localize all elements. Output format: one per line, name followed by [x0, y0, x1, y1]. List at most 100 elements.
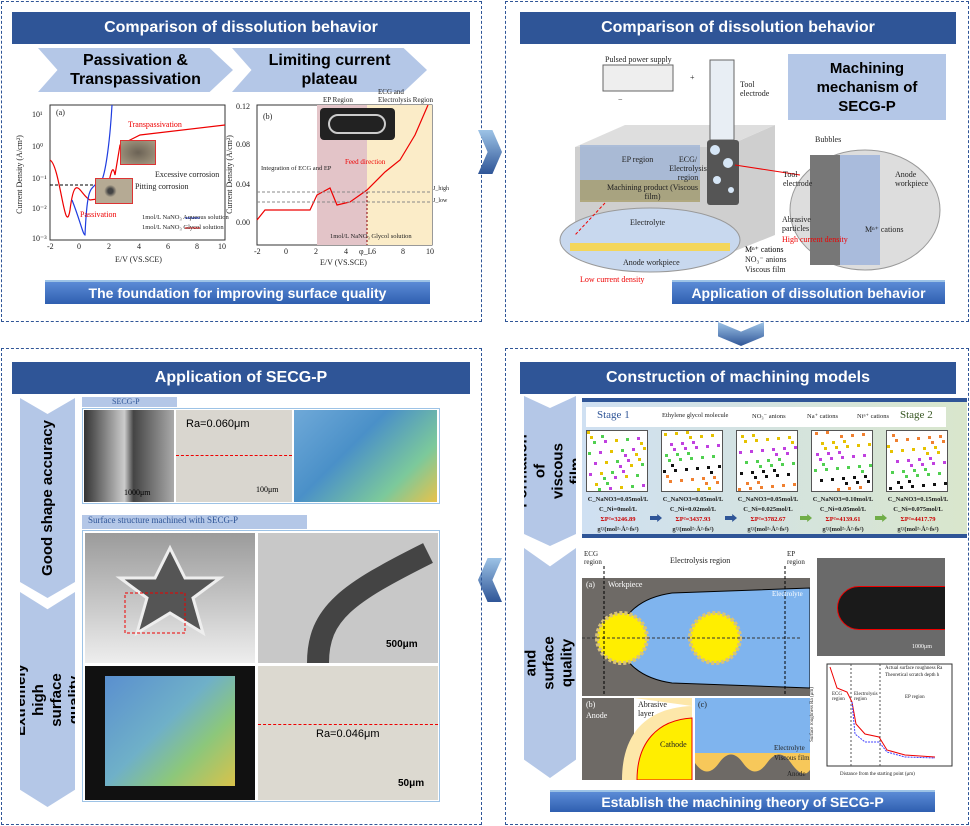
side-label-models: MMR and surface quality Models [524, 548, 576, 778]
y-axis-label: Current Density (A/cm²) [14, 135, 24, 214]
xtick: 8 [195, 242, 199, 251]
side-label-surface-quality: Extremely high surface quality [20, 592, 75, 807]
legend-entry: 1mol/L NaNO₃ Glycol solution [330, 233, 412, 240]
tool-photo: 1000μm [84, 410, 174, 502]
footer-banner: The foundation for improving surface qua… [45, 280, 430, 304]
panel-header: Application of SECG-P [12, 362, 470, 394]
md-state-u: g²/(mol²·Å²·fs²) [822, 526, 864, 533]
chart-label: (a) [56, 108, 65, 117]
label: EP region [621, 155, 654, 164]
md-snapshot [661, 430, 723, 492]
mechanism-title: Machining mechanism of SECG-P [788, 54, 946, 120]
panel-header: Comparison of dissolution behavior [520, 12, 956, 44]
label: Electrolysis region [670, 556, 731, 565]
xtick: 10 [426, 247, 434, 256]
md-snapshot [586, 430, 648, 492]
legend-entry: Viscous film [745, 265, 786, 274]
md-state-c1: C_NaNO3=0.05mol/L [662, 496, 724, 503]
x-axis-label: E/V (VS.SCE) [320, 258, 367, 267]
md-state-u: g²/(mol²·Å²·fs²) [747, 526, 789, 533]
label: Anode [787, 770, 806, 778]
label: High current density [782, 235, 848, 244]
md-state-u: g²/(mol²·Å²·fs²) [897, 526, 939, 533]
md-state-c1: C_NaNO3=0.05mol/L [587, 496, 649, 503]
label: + [690, 73, 695, 82]
annotation: Feed direction [345, 158, 386, 166]
legend-entry: Ethylene glycol molecule [662, 412, 729, 419]
md-simulation: Stage 1 Ethylene glycol molecule NO₃⁻ an… [582, 398, 967, 538]
structure-frame [82, 530, 440, 802]
md-state-c2: C_Ni=0.025mol/L [743, 506, 793, 513]
surface-height-map [85, 666, 255, 800]
footer-banner: Establish the machining theory of SECG-P [550, 790, 935, 812]
xtick: 4 [344, 247, 348, 256]
legend-entry: 1mol/L NaNO₃ Glycol solution [142, 224, 224, 231]
md-state-e: ΣP²=4417.79 [900, 516, 936, 523]
scale-bar: 500μm [386, 639, 418, 650]
chart-current-b: (b) EP Region ECG and Electrolysis Regio… [225, 88, 449, 270]
md-state-e: ΣP²=3437.93 [675, 516, 711, 523]
xtick: -2 [47, 242, 54, 251]
xtick: 2 [107, 242, 111, 251]
shape-accuracy-frame [82, 408, 440, 504]
chart-label: (b) [263, 112, 273, 121]
md-snapshot [736, 430, 798, 492]
ytick: 10⁰ [32, 142, 44, 151]
legend-entry: Na⁺ cations [807, 413, 839, 420]
region-label: ECG and Electrolysis Region [378, 88, 434, 104]
roughness-value: Ra=0.060μm [186, 418, 250, 430]
ytick: 10⁻¹ [32, 174, 47, 183]
annotation: Transpassivation [128, 120, 182, 129]
panel-secgp-application [1, 348, 482, 825]
legend-entry: NO₃⁻ anions [752, 413, 786, 420]
region-label: EP Region [323, 96, 353, 104]
chevron-limiting-current: Limiting current plateau [232, 48, 427, 92]
legend-entry: NO₃⁻ anions [745, 255, 787, 264]
label: Cathode [660, 740, 687, 749]
xtick: 6 [372, 247, 376, 256]
annotation: J_low [433, 198, 448, 204]
scale-bar: 50μm [398, 778, 425, 789]
label: Low current density [580, 275, 645, 284]
star-structure-photo [85, 533, 255, 663]
md-state-e: ΣP²=3246.89 [600, 516, 636, 523]
md-snapshot [886, 430, 948, 492]
label: Anode [586, 711, 608, 720]
md-state-c1: C_NaNO3=0.05mol/L [737, 496, 799, 503]
height-map [294, 410, 437, 502]
side-label-text: Formation of viscous film [514, 434, 585, 508]
arrow-right-icon [875, 514, 887, 522]
roughness-value: Ra=0.046μm [316, 728, 380, 740]
label: Tool electrode [740, 80, 770, 98]
mmr-model: ECG region Electrolysis region EP region… [582, 548, 810, 780]
md-legend-bar [586, 407, 946, 427]
md-state-u: g²/(mol²·Å²·fs²) [672, 526, 714, 533]
label: Mⁿ⁺ cations [865, 225, 904, 234]
ytick: 10⁻² [32, 204, 47, 213]
label: − [618, 95, 623, 104]
annotation: Passivation [80, 210, 117, 219]
label: Anode workpiece [895, 170, 929, 188]
pitting-photo [95, 178, 133, 204]
xtick: 0 [77, 242, 81, 251]
ytick: 0.04 [236, 180, 250, 189]
surface-micro-photo: Ra=0.046μm 50μm [258, 666, 438, 800]
legend-entry: Actual surface roughness Ra [885, 666, 943, 671]
xtick: 8 [401, 247, 405, 256]
panel-machining-models [505, 348, 969, 825]
chevron-passivation: Passivation & Transpassivation [38, 48, 233, 92]
md-state-c2: C_Ni=0.05mol/L [819, 506, 867, 513]
label: (a) [586, 580, 595, 589]
structure-tag: Surface structure machined with SECG-P [82, 515, 307, 529]
md-state-c2: C_Ni=0.02mol/L [669, 506, 717, 513]
label: (c) [698, 700, 707, 709]
label: Abrasive layer [638, 700, 667, 718]
ytick: 0.08 [236, 140, 250, 149]
ytick: 10⁻³ [32, 234, 47, 243]
legend-entry: Theoretical scratch depth h [885, 673, 940, 678]
annotation: Excessive corrosion [155, 170, 220, 179]
md-state-c1: C_NaNO3=0.10mol/L [812, 496, 874, 503]
md-state-u: g²/(mol²·Å²·fs²) [597, 526, 639, 533]
panel-dissolution-application [505, 1, 969, 322]
